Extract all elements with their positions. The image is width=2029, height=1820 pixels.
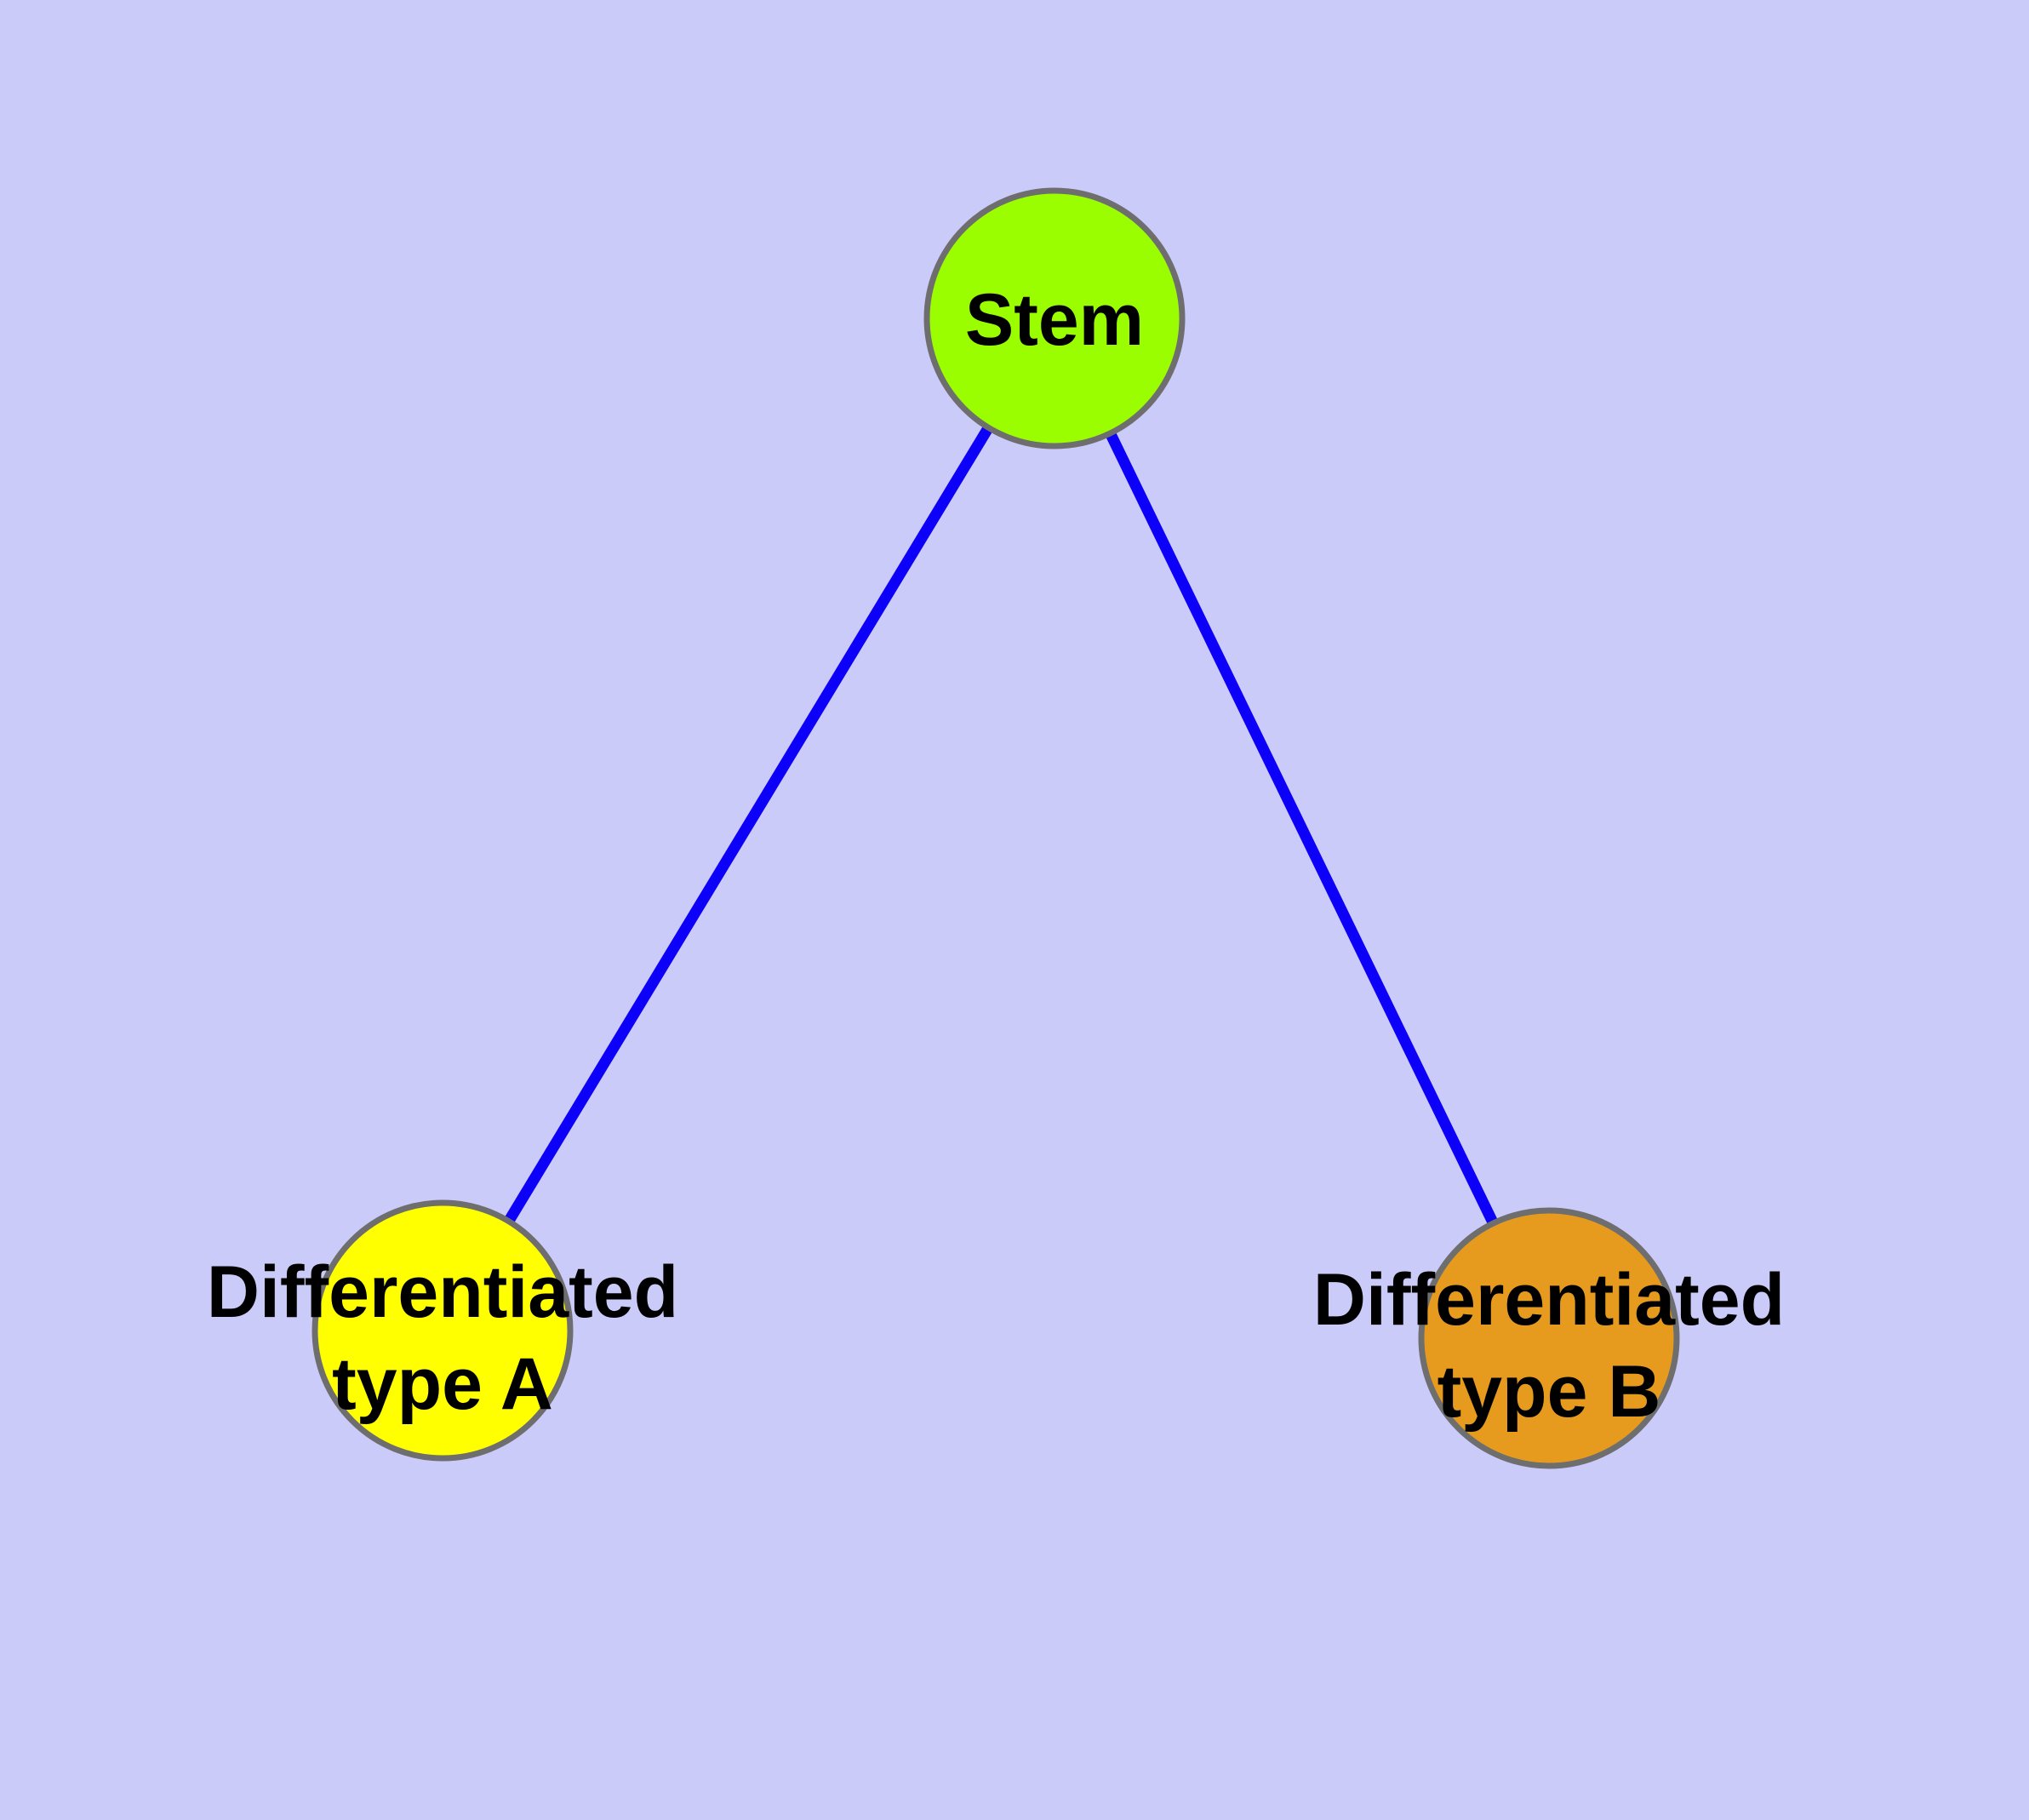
node-stem <box>923 187 1186 449</box>
node-differentiated-type-b-label-line1: Differentiated <box>1313 1259 1785 1341</box>
node-differentiated-type-a <box>311 1199 574 1462</box>
node-differentiated-type-b <box>1418 1207 1680 1469</box>
node-differentiated-type-b-label-line2: type B <box>1437 1351 1661 1433</box>
edge-stem-to-type-b <box>1049 316 1554 1341</box>
edge-stem-to-type-a <box>437 315 1060 1334</box>
node-differentiated-type-a-label-line2: type A <box>332 1343 553 1425</box>
node-stem-label: Stem <box>965 279 1144 361</box>
node-differentiated-type-a-label-line1: Differentiated <box>207 1251 678 1333</box>
